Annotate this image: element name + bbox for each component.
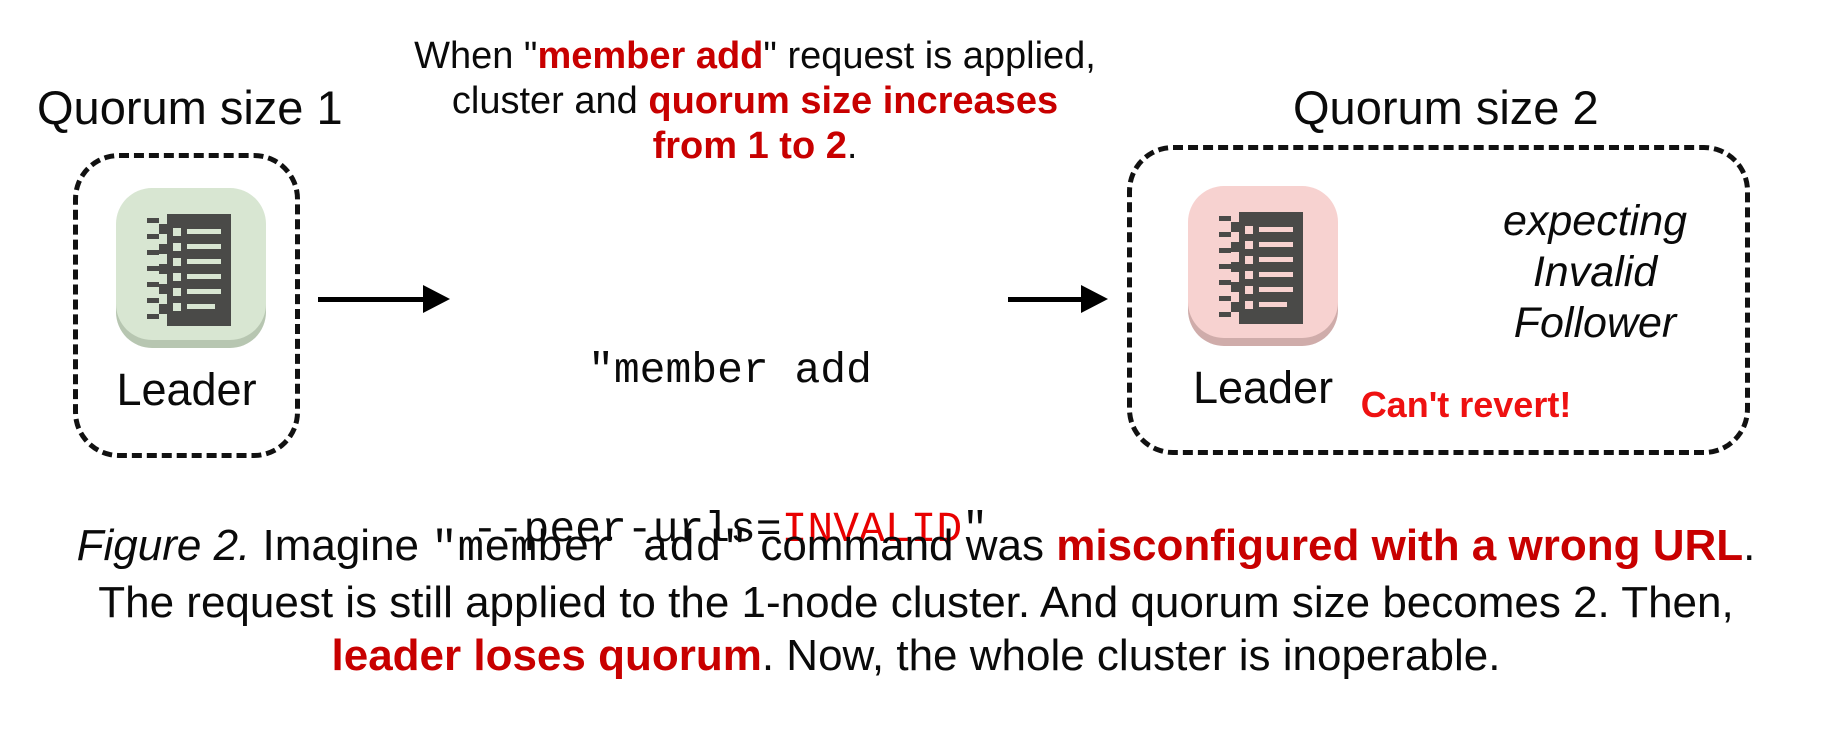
etcd-log-node-icon [1188,186,1338,346]
etcd-log-node-icon [116,188,266,348]
cant-revert-alert: Can't revert! [1360,384,1572,425]
caption-line: leader loses quorum. Now, the whole clus… [331,631,1501,680]
command-line: "member add [588,346,872,395]
arrow-head [1081,285,1108,313]
flow-arrow-right-icon [1008,284,1108,314]
notice-line: cluster and quorum size increases [451,80,1059,122]
left-node-label: Leader [116,364,257,415]
arrow-shaft [1008,296,1081,302]
flow-arrow-right-icon [318,284,450,314]
annotation-line: expecting [1502,197,1688,245]
right-cluster-boundary [1127,145,1750,455]
notice-line: When "member add" request is applied, [414,35,1096,77]
member-add-command: "member add --peer-urls=INVALID" [420,238,1040,662]
annotation-line: Invalid [1532,248,1658,296]
annotation-line: Follower [1513,299,1677,347]
left-cluster-boundary [73,153,300,458]
member-add-notice: When "member add" request is applied, cl… [405,34,1105,169]
figure-caption: Figure 2. Imagine "member add" command w… [0,519,1832,682]
right-node-label: Leader [1192,362,1334,413]
expecting-follower-annotation: expecting Invalid Follower [1440,196,1750,349]
arrow-head [423,285,450,313]
right-cluster-title: Quorum size 2 [1293,81,1599,134]
caption-line: The request is still applied to the 1-no… [98,578,1734,627]
caption-line: Figure 2. Imagine "member add" command w… [76,521,1756,574]
left-cluster-title: Quorum size 1 [37,81,343,134]
arrow-shaft [318,296,423,302]
notice-line: from 1 to 2. [652,125,858,167]
command-line: --peer-urls=INVALID" [471,505,989,554]
